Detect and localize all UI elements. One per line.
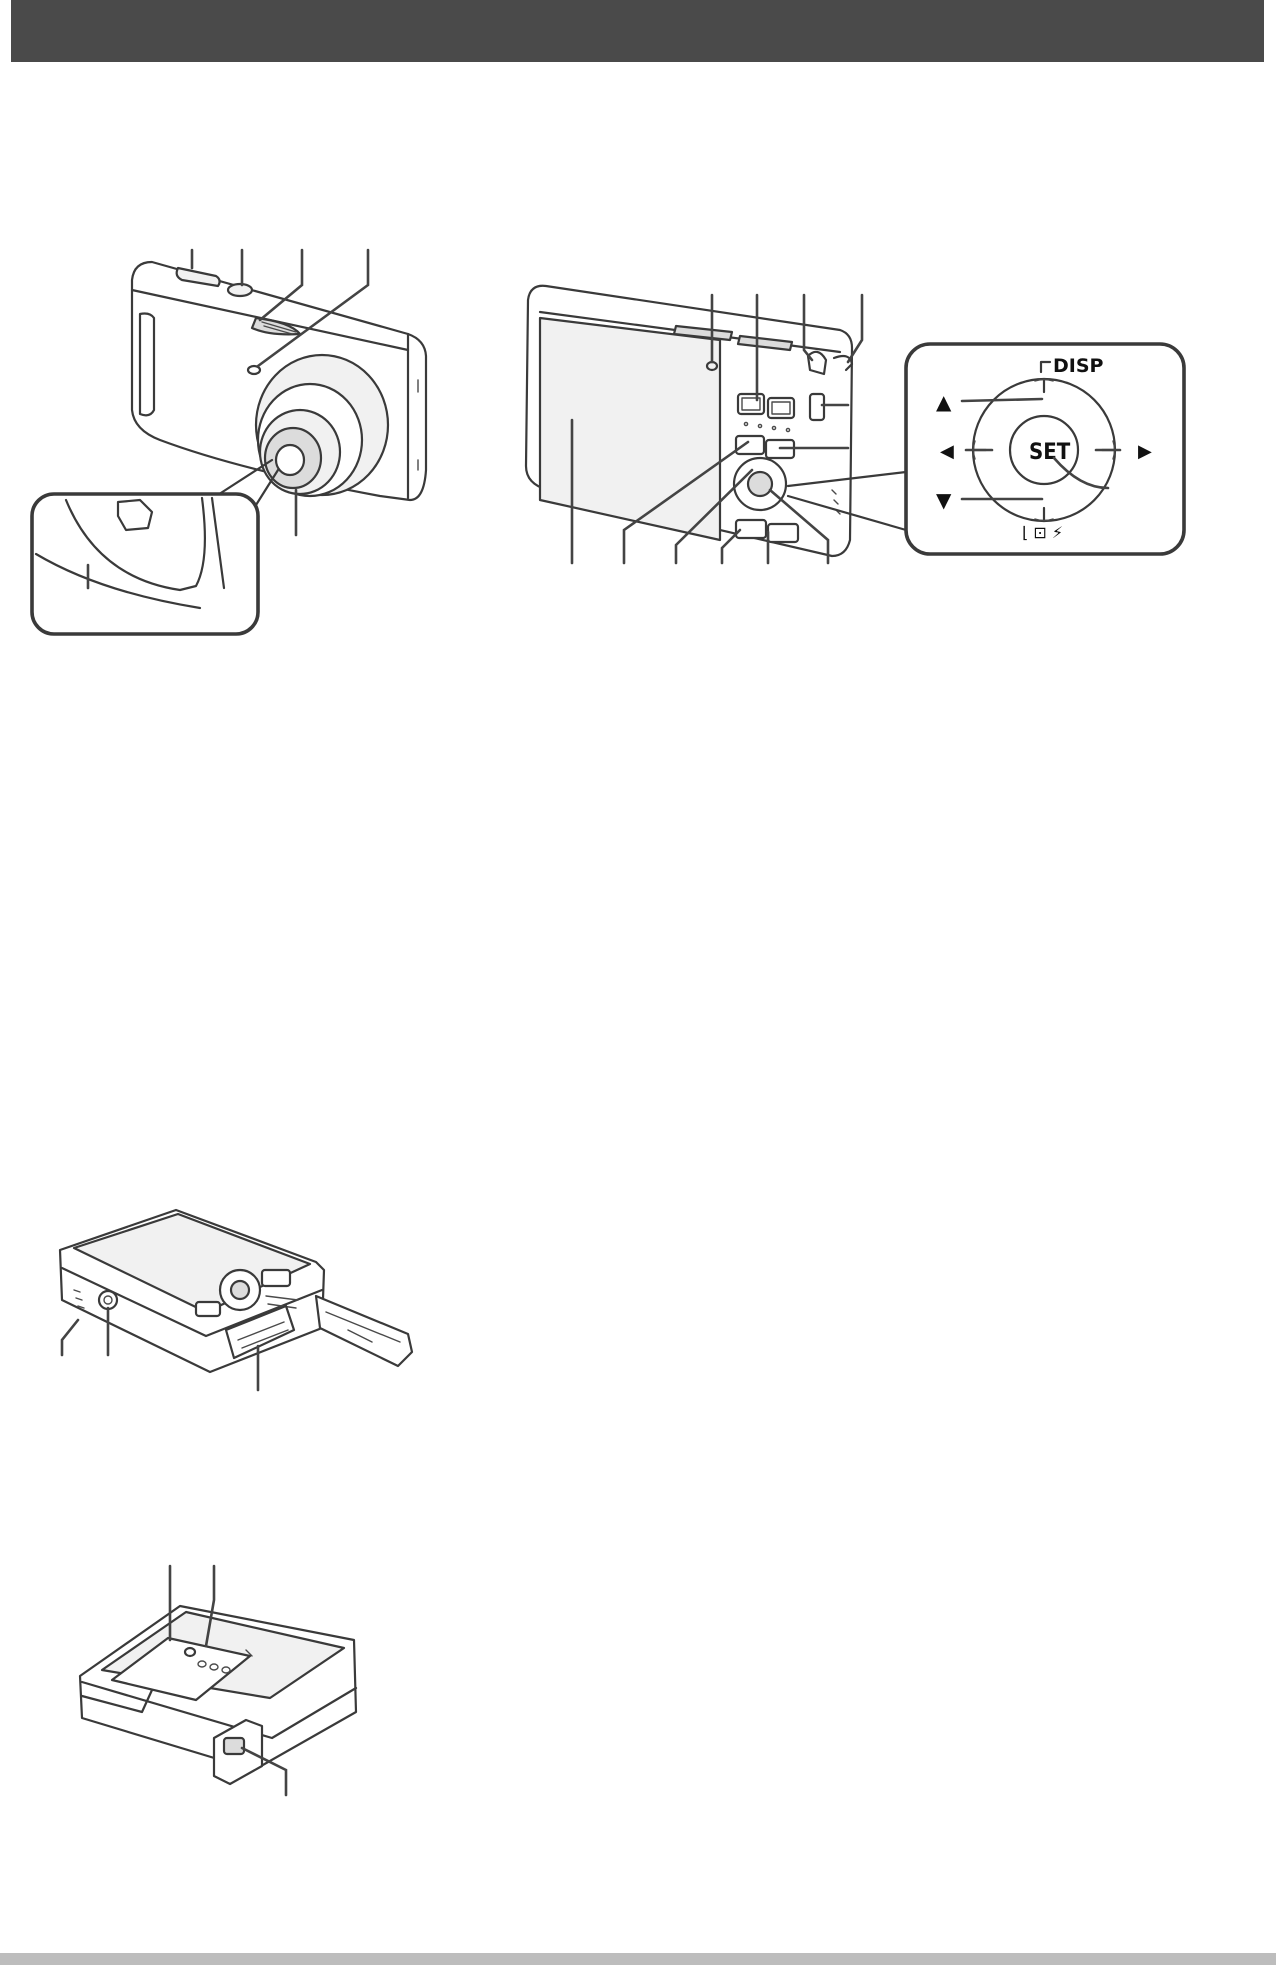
camera-bottom-figure [58, 1208, 414, 1392]
camera-back-figure: DISP SET ▲ ▼ ◀ ▶ ⌊ ⊡ ⚡ [524, 284, 1186, 565]
disp-label: DISP [1053, 355, 1104, 377]
camera-front-figure [30, 248, 428, 636]
page-footer-bar [0, 1953, 1276, 1965]
arrow-up-icon: ▲ [936, 390, 952, 414]
bottom-symbols: ⌊ ⊡ ⚡ [1022, 523, 1063, 542]
set-label: SET [1029, 440, 1071, 465]
arrow-right-icon: ▶ [1138, 441, 1152, 462]
arrow-down-icon: ▼ [936, 488, 952, 512]
arrow-left-icon: ◀ [940, 441, 954, 462]
battery-charger-figure [78, 1564, 358, 1797]
page-header-bar [11, 0, 1264, 62]
